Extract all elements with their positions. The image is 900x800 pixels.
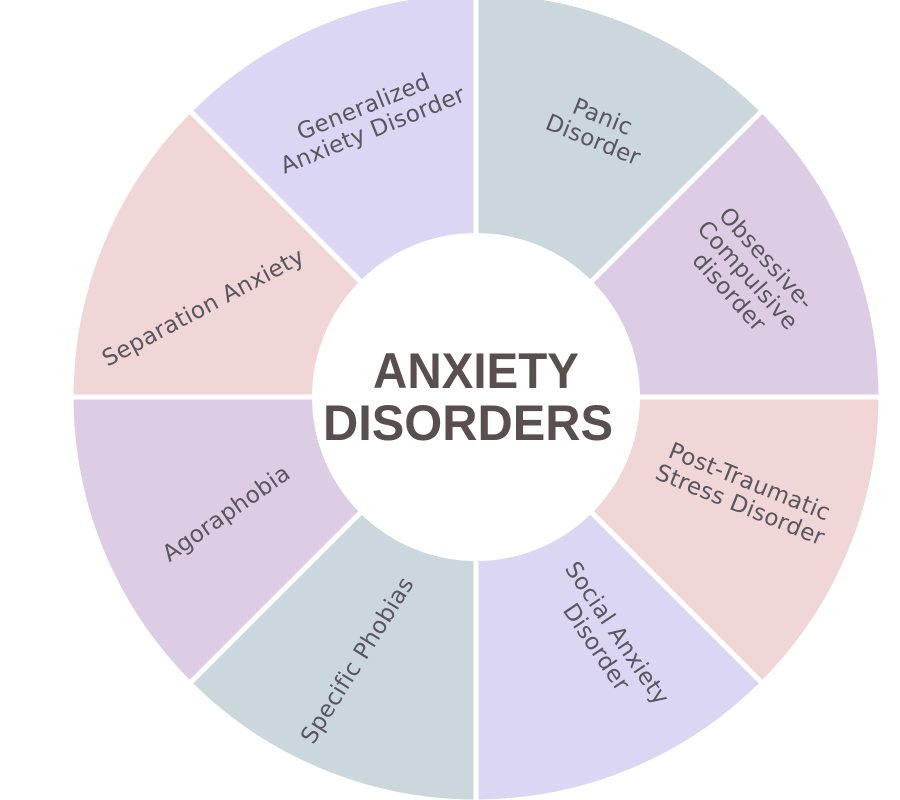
title-line-2: DISORDERS: [323, 395, 613, 451]
title-line-1: ANXIETY: [373, 343, 579, 399]
center-hub: [312, 233, 640, 561]
